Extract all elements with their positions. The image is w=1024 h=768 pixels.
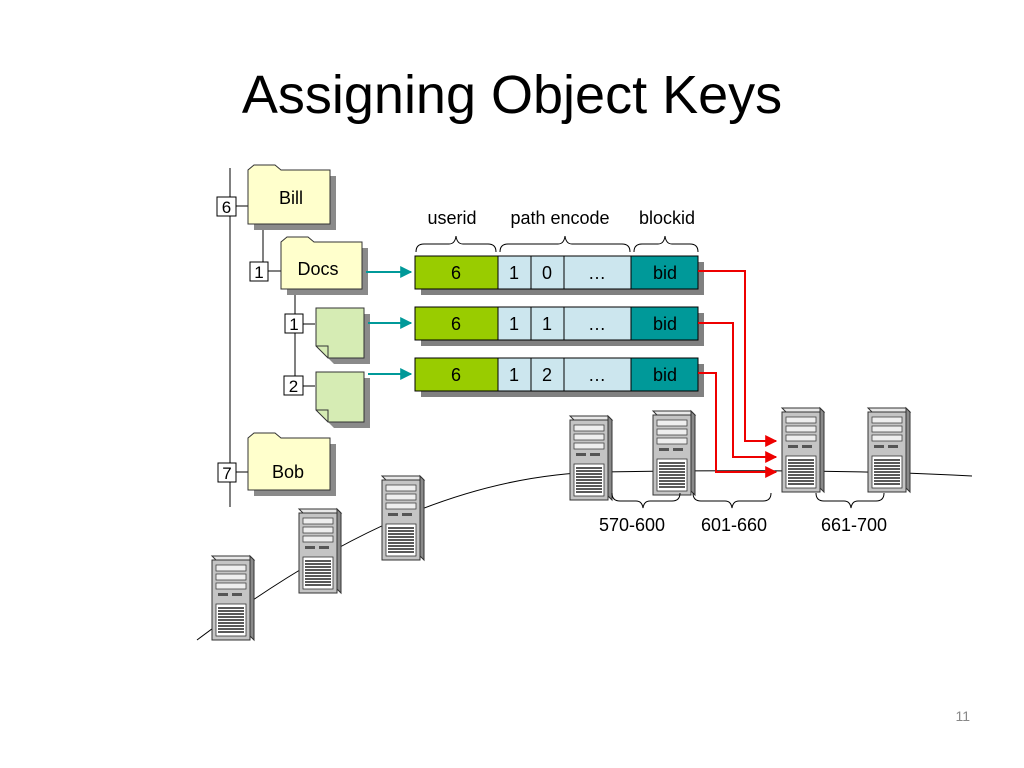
- key-blockid: bid: [653, 314, 677, 334]
- range-label: 601-660: [701, 515, 767, 535]
- folder-label-bob: Bob: [272, 462, 304, 482]
- folder-id-bob: 7: [222, 464, 231, 483]
- folder-label-bill: Bill: [279, 188, 303, 208]
- id-box: [216, 196, 237, 217]
- key-path-cell: 1: [509, 314, 519, 334]
- server-icon: [652, 410, 696, 496]
- file-icon: [315, 307, 370, 364]
- file-id-2: 2: [289, 377, 298, 396]
- id-box: [283, 375, 304, 396]
- key-userid: 6: [451, 314, 461, 334]
- folder-label-docs: Docs: [297, 259, 338, 279]
- folder-id-bill: 6: [222, 198, 231, 217]
- server-icon: [867, 407, 911, 493]
- key-userid: 6: [451, 263, 461, 283]
- server-icon: [381, 475, 425, 561]
- range-braces: [611, 492, 885, 509]
- header-path-encode: path encode: [510, 208, 609, 228]
- key-path-cell: 1: [509, 365, 519, 385]
- teal-arrows: [366, 266, 413, 380]
- key-blockid: bid: [653, 365, 677, 385]
- server-icon: [781, 407, 825, 493]
- key-path-cell: 1: [542, 314, 552, 334]
- key-path-cell: …: [588, 263, 606, 283]
- key-row: 6 1 2 … bid: [414, 357, 704, 397]
- header-blockid: blockid: [639, 208, 695, 228]
- file-id-1: 1: [289, 315, 298, 334]
- key-row: 6 1 0 … bid: [414, 255, 704, 295]
- folder-icon: [280, 236, 368, 295]
- file-icon: [315, 371, 370, 428]
- server-icon: [569, 415, 613, 501]
- key-path-cell: 2: [542, 365, 552, 385]
- range-label: 570-600: [599, 515, 665, 535]
- id-box: [249, 261, 269, 282]
- slide-title: Assigning Object Keys: [241, 65, 783, 125]
- key-path-cell: 1: [509, 263, 519, 283]
- range-label: 661-700: [821, 515, 887, 535]
- id-box: [217, 462, 237, 483]
- header-userid: userid: [427, 208, 476, 228]
- server-icon: [211, 555, 255, 641]
- folder-icon: [247, 432, 336, 496]
- folder-id-docs: 1: [254, 263, 263, 282]
- key-path-cell: …: [588, 314, 606, 334]
- id-box: [284, 313, 304, 334]
- key-blockid: bid: [653, 263, 677, 283]
- page-number: 11: [955, 708, 970, 724]
- server-icon: [298, 508, 342, 594]
- key-path-cell: 0: [542, 263, 552, 283]
- header-braces: [415, 235, 699, 253]
- red-arrows: [698, 270, 778, 478]
- key-path-cell: …: [588, 365, 606, 385]
- folder-icon: [247, 164, 336, 230]
- key-row: 6 1 1 … bid: [414, 306, 704, 346]
- key-userid: 6: [451, 365, 461, 385]
